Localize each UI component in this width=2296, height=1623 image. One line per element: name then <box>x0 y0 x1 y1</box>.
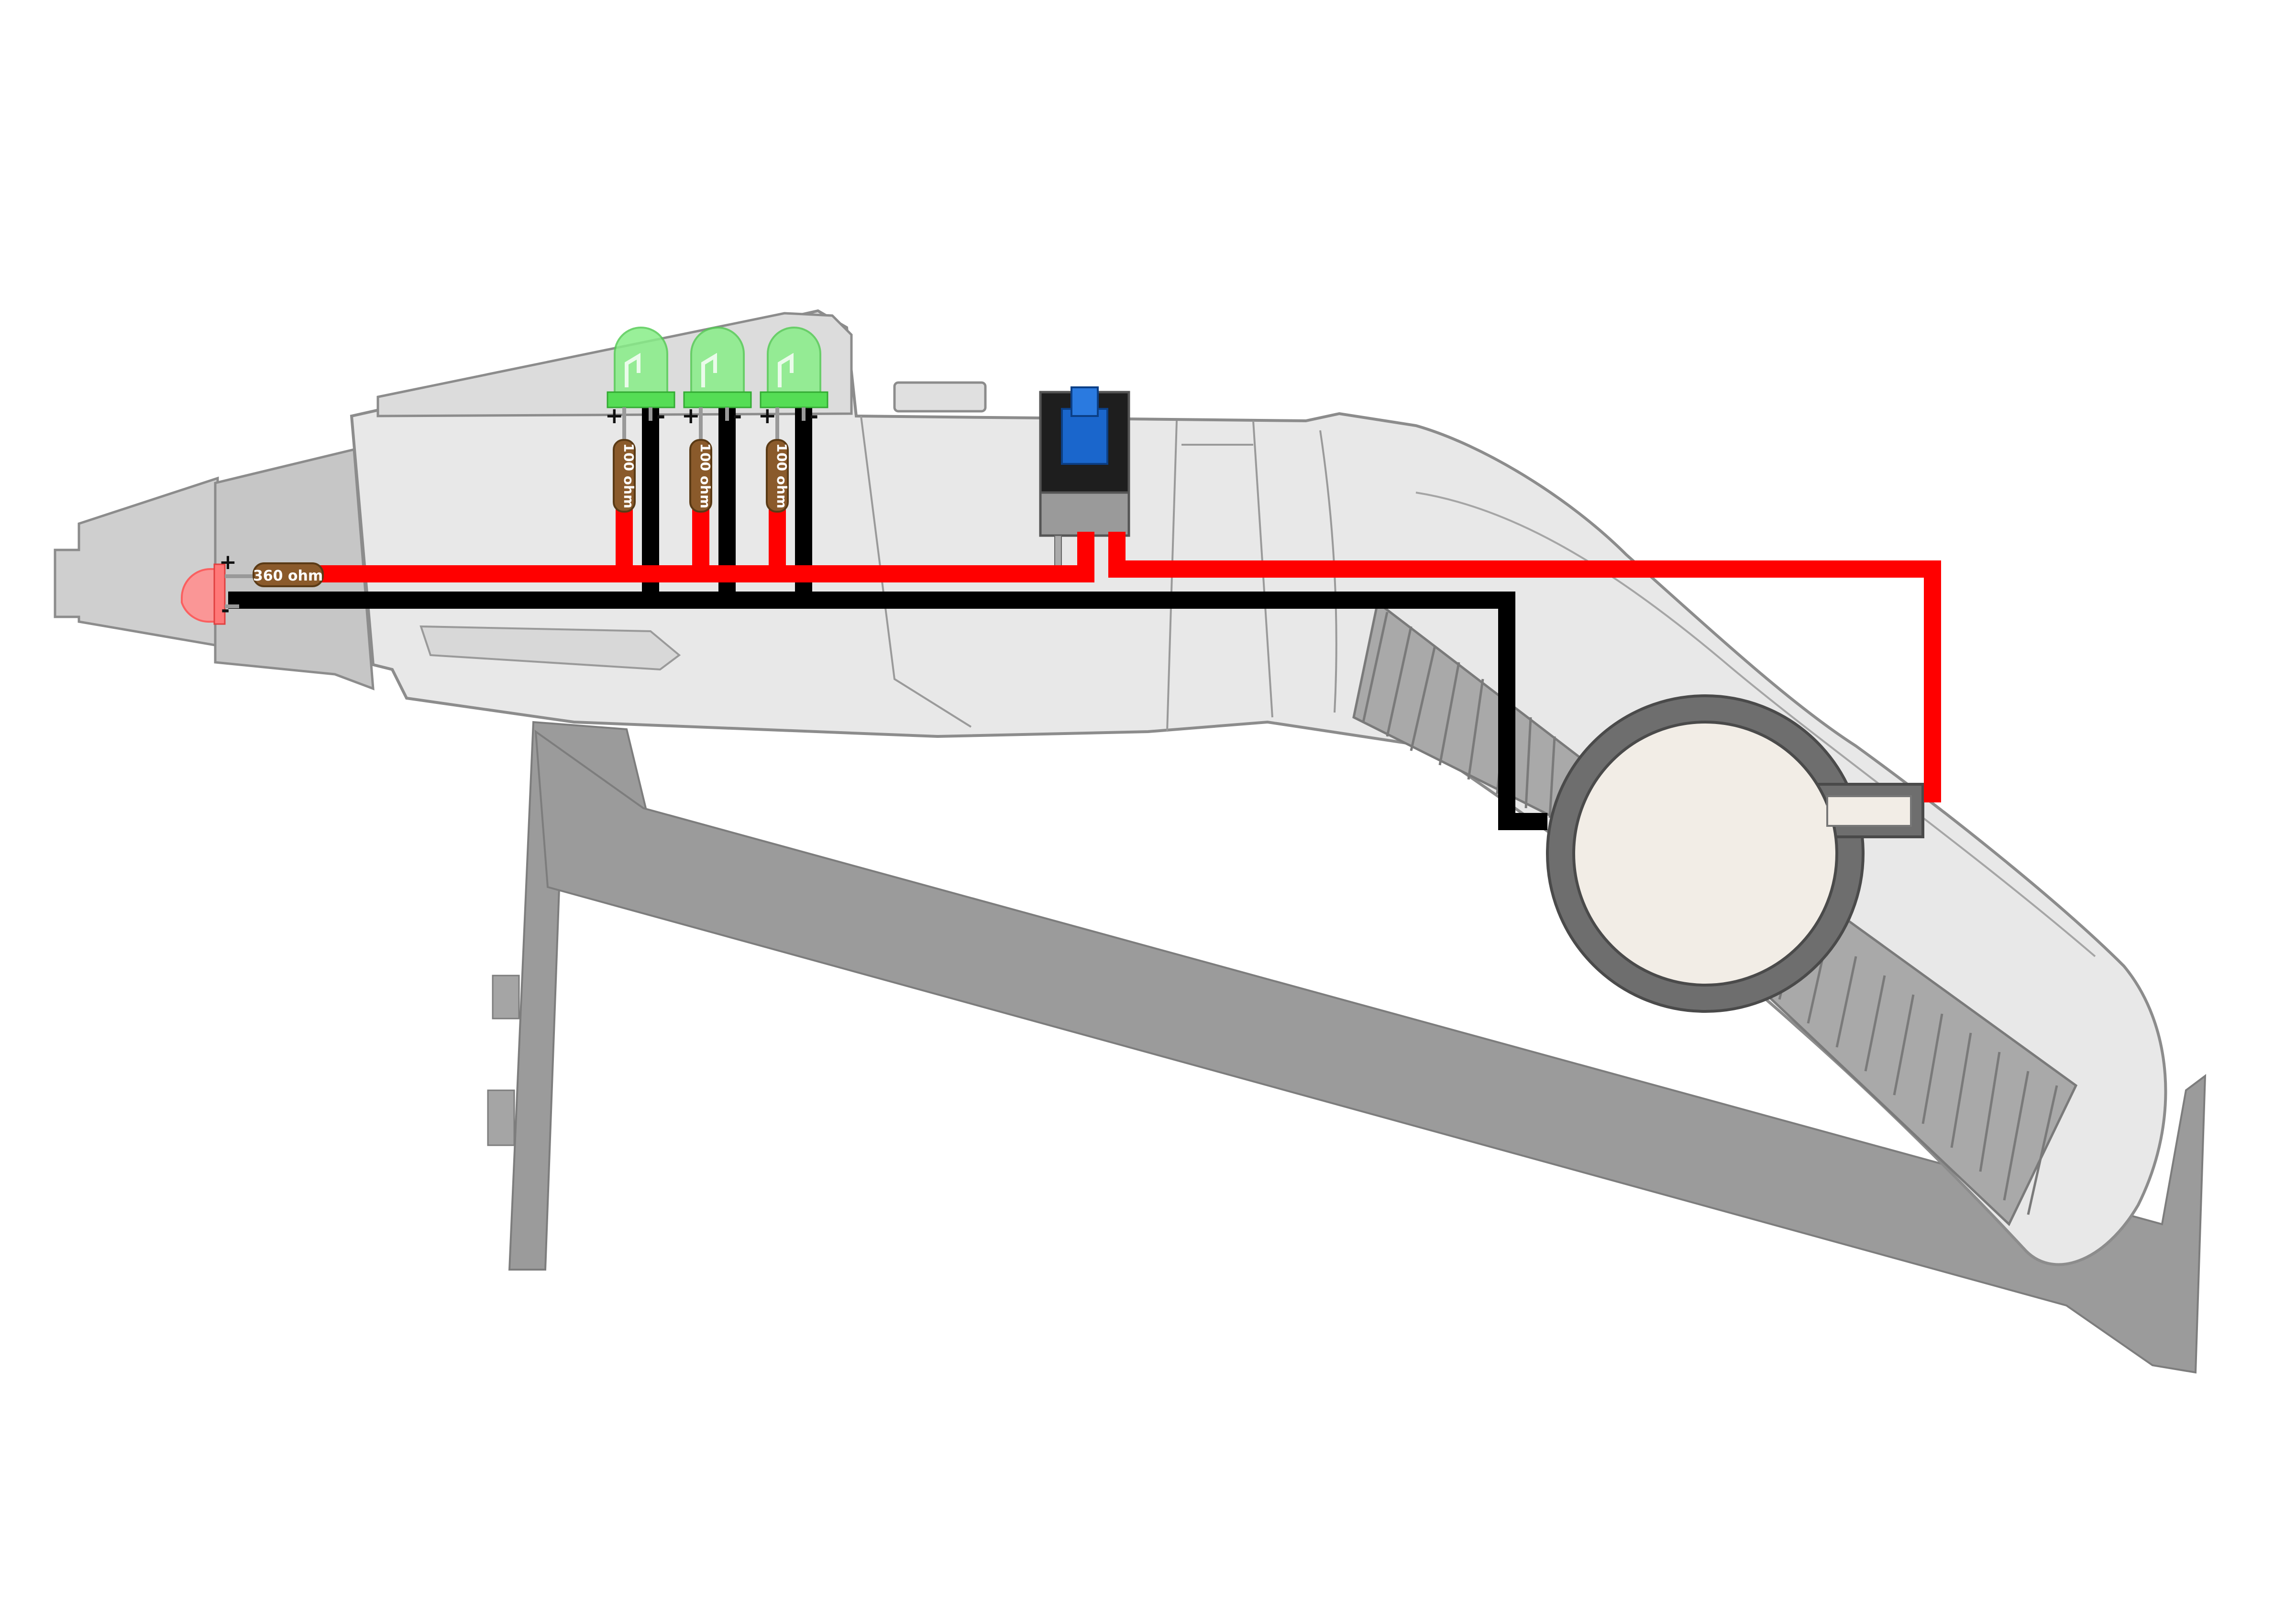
positive-battery-wire <box>1108 532 1941 802</box>
red-led-resistor-label: 360 ohm <box>253 568 323 584</box>
led2-resistor-label: 100 ohm <box>697 443 713 509</box>
led1-resistor-label: 100 ohm <box>621 443 637 509</box>
display-stand <box>487 721 2207 1374</box>
side-plate <box>419 625 681 671</box>
stand-diagonal-brace <box>534 729 2207 1374</box>
switch-housing-bottom <box>1039 491 1130 537</box>
resistor-icon: 360 ohm <box>253 562 324 587</box>
led3-minus-label: - <box>809 403 818 428</box>
red-led-resistor-body <box>253 562 324 587</box>
positive-main-wire <box>307 532 1094 582</box>
led2-plus-label: + <box>682 403 700 428</box>
seam-line-1 <box>860 416 972 728</box>
stand-bracket-lower <box>487 1089 515 1146</box>
stand-bracket-upper <box>492 975 520 1020</box>
red-led-flange <box>213 563 226 625</box>
positive-wires <box>307 498 1941 802</box>
red-led-body <box>181 568 216 623</box>
led3-resistor-body <box>766 439 789 513</box>
led1-plus-label: + <box>605 403 624 428</box>
emitter-tip <box>54 476 219 647</box>
green-led-3 <box>760 327 828 445</box>
led2-resistor-body <box>689 439 712 513</box>
green-led-2 <box>683 327 752 445</box>
battery-contact <box>1826 795 1912 827</box>
coin-cell-battery-icon <box>1546 694 1924 1013</box>
red-led-plus-label: + <box>219 550 237 574</box>
led1-resistor-body <box>613 439 636 513</box>
green-led-1 <box>607 327 675 445</box>
red-led-icon <box>181 563 256 625</box>
green-led-resistors: 100 ohm 100 ohm 100 ohm <box>613 439 790 513</box>
led3-plus-label: + <box>758 403 777 428</box>
top-nub <box>893 381 987 413</box>
led3-resistor-label: 100 ohm <box>774 443 790 509</box>
led1-minus-label: - <box>656 403 665 428</box>
led2-minus-label: - <box>733 403 742 428</box>
red-led-minus-label: - <box>221 598 230 622</box>
switch-button-base <box>1061 408 1108 465</box>
upper-grip-edge <box>1415 492 2096 957</box>
green-led-icon <box>607 327 828 445</box>
switch-button-cap <box>1071 386 1099 417</box>
battery-cell <box>1572 721 1838 987</box>
